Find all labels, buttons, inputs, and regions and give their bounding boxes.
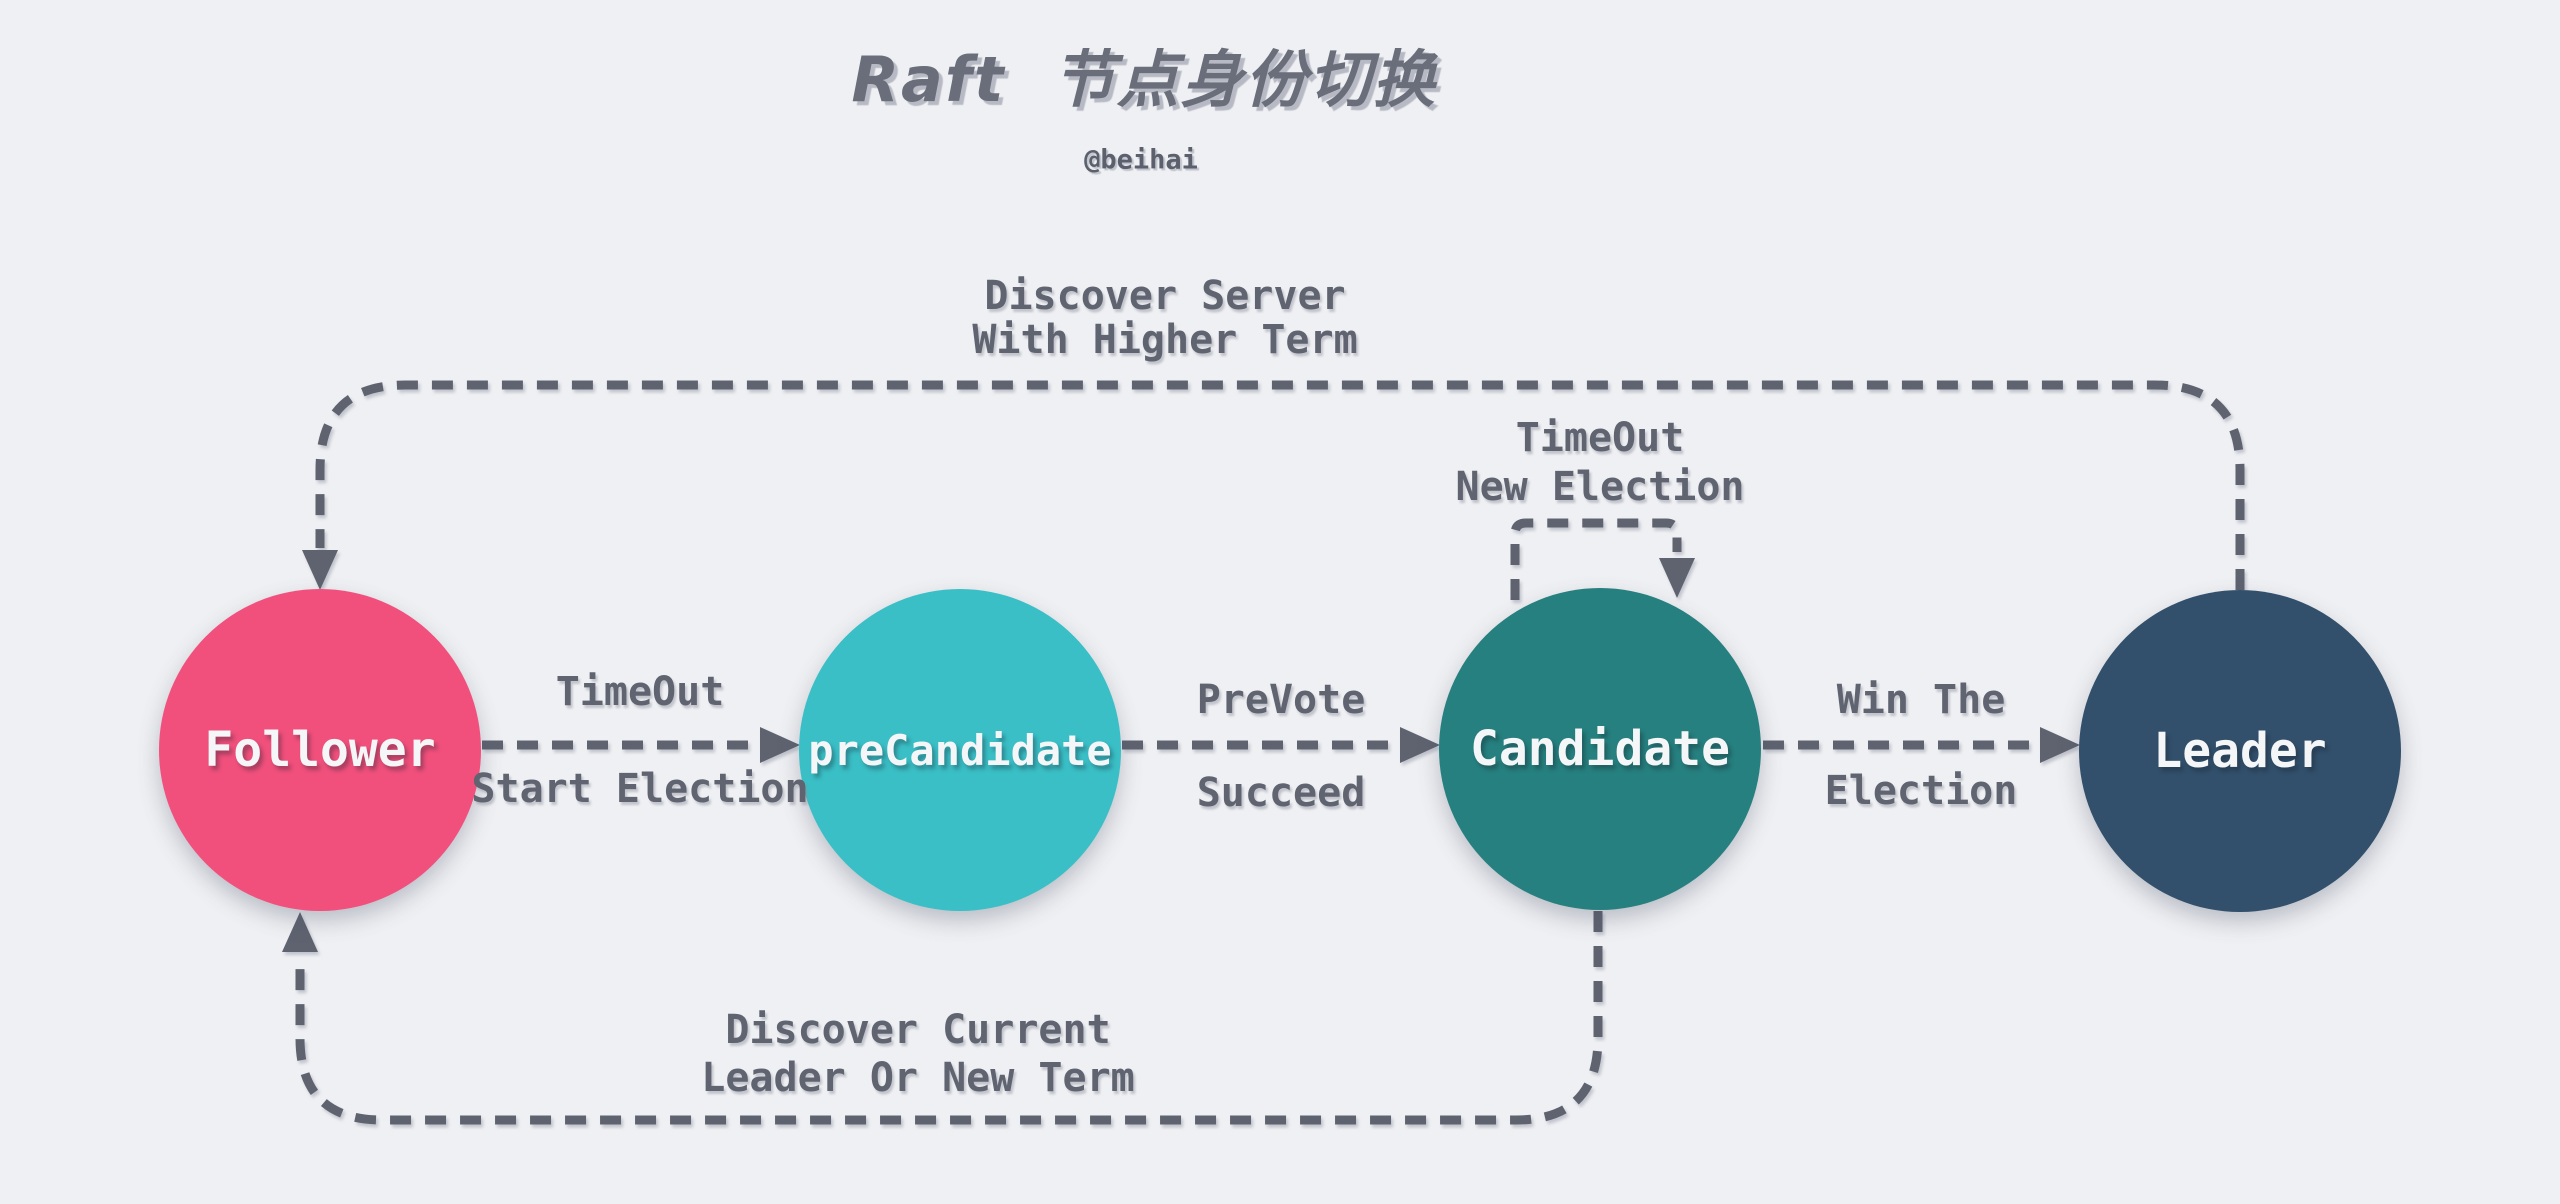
edge-label-leader-to-follower-line1: Discover Server: [984, 273, 1346, 319]
edge-label-candidate-to-leader-line1: Win The: [1836, 677, 2006, 723]
edge-label-leader-to-follower-line2: With Higher Term: [972, 317, 1358, 363]
node-candidate-label: Candidate: [1469, 721, 1731, 777]
node-follower-label: Follower: [204, 722, 436, 778]
node-candidate: Candidate: [1439, 588, 1761, 910]
edge-label-candidate-to-leader-line2: Election: [1824, 768, 2018, 814]
node-leader-label: Leader: [2153, 723, 2327, 779]
diagram-title: Raft 节点身份切换: [851, 43, 1437, 116]
edge-precandidate-to-candidate-arrowhead-icon: [1400, 727, 1440, 763]
edge-label-candidate-to-follower-line2: Leader Or New Term: [701, 1055, 1135, 1101]
diagram-author: @beihai: [1084, 144, 1198, 176]
node-precandidate-label: preCandidate: [808, 725, 1112, 775]
node-follower: Follower: [159, 589, 481, 911]
edge-candidate-to-leader-arrowhead-icon: [2040, 727, 2080, 763]
edge-label-follower-to-precandidate-line2: Start Election: [471, 766, 809, 812]
edge-candidate-to-follower-arrowhead-icon: [282, 912, 318, 952]
edge-label-precandidate-to-candidate-line1: PreVote: [1196, 677, 1366, 723]
edge-candidate-self-loop-path: [1510, 518, 1682, 600]
edge-follower-to-precandidate-arrowhead-icon: [760, 727, 800, 763]
node-leader: Leader: [2079, 590, 2401, 912]
edge-label-follower-to-precandidate-line1: TimeOut: [555, 669, 725, 715]
edge-leader-to-follower-path: [315, 380, 2245, 590]
edge-label-candidate-self-loop-line1: TimeOut: [1515, 415, 1685, 461]
node-precandidate: preCandidate: [799, 589, 1121, 911]
edge-candidate-to-follower-path: [295, 911, 1603, 1125]
edge-candidate-self-loop-arrowhead-icon: [1659, 558, 1695, 598]
edge-leader-to-follower-arrowhead-icon: [302, 550, 338, 590]
edge-label-candidate-self-loop-line2: New Election: [1455, 464, 1745, 510]
edge-label-precandidate-to-candidate-line2: Succeed: [1196, 770, 1366, 816]
edge-label-candidate-to-follower-line1: Discover Current: [725, 1007, 1111, 1053]
